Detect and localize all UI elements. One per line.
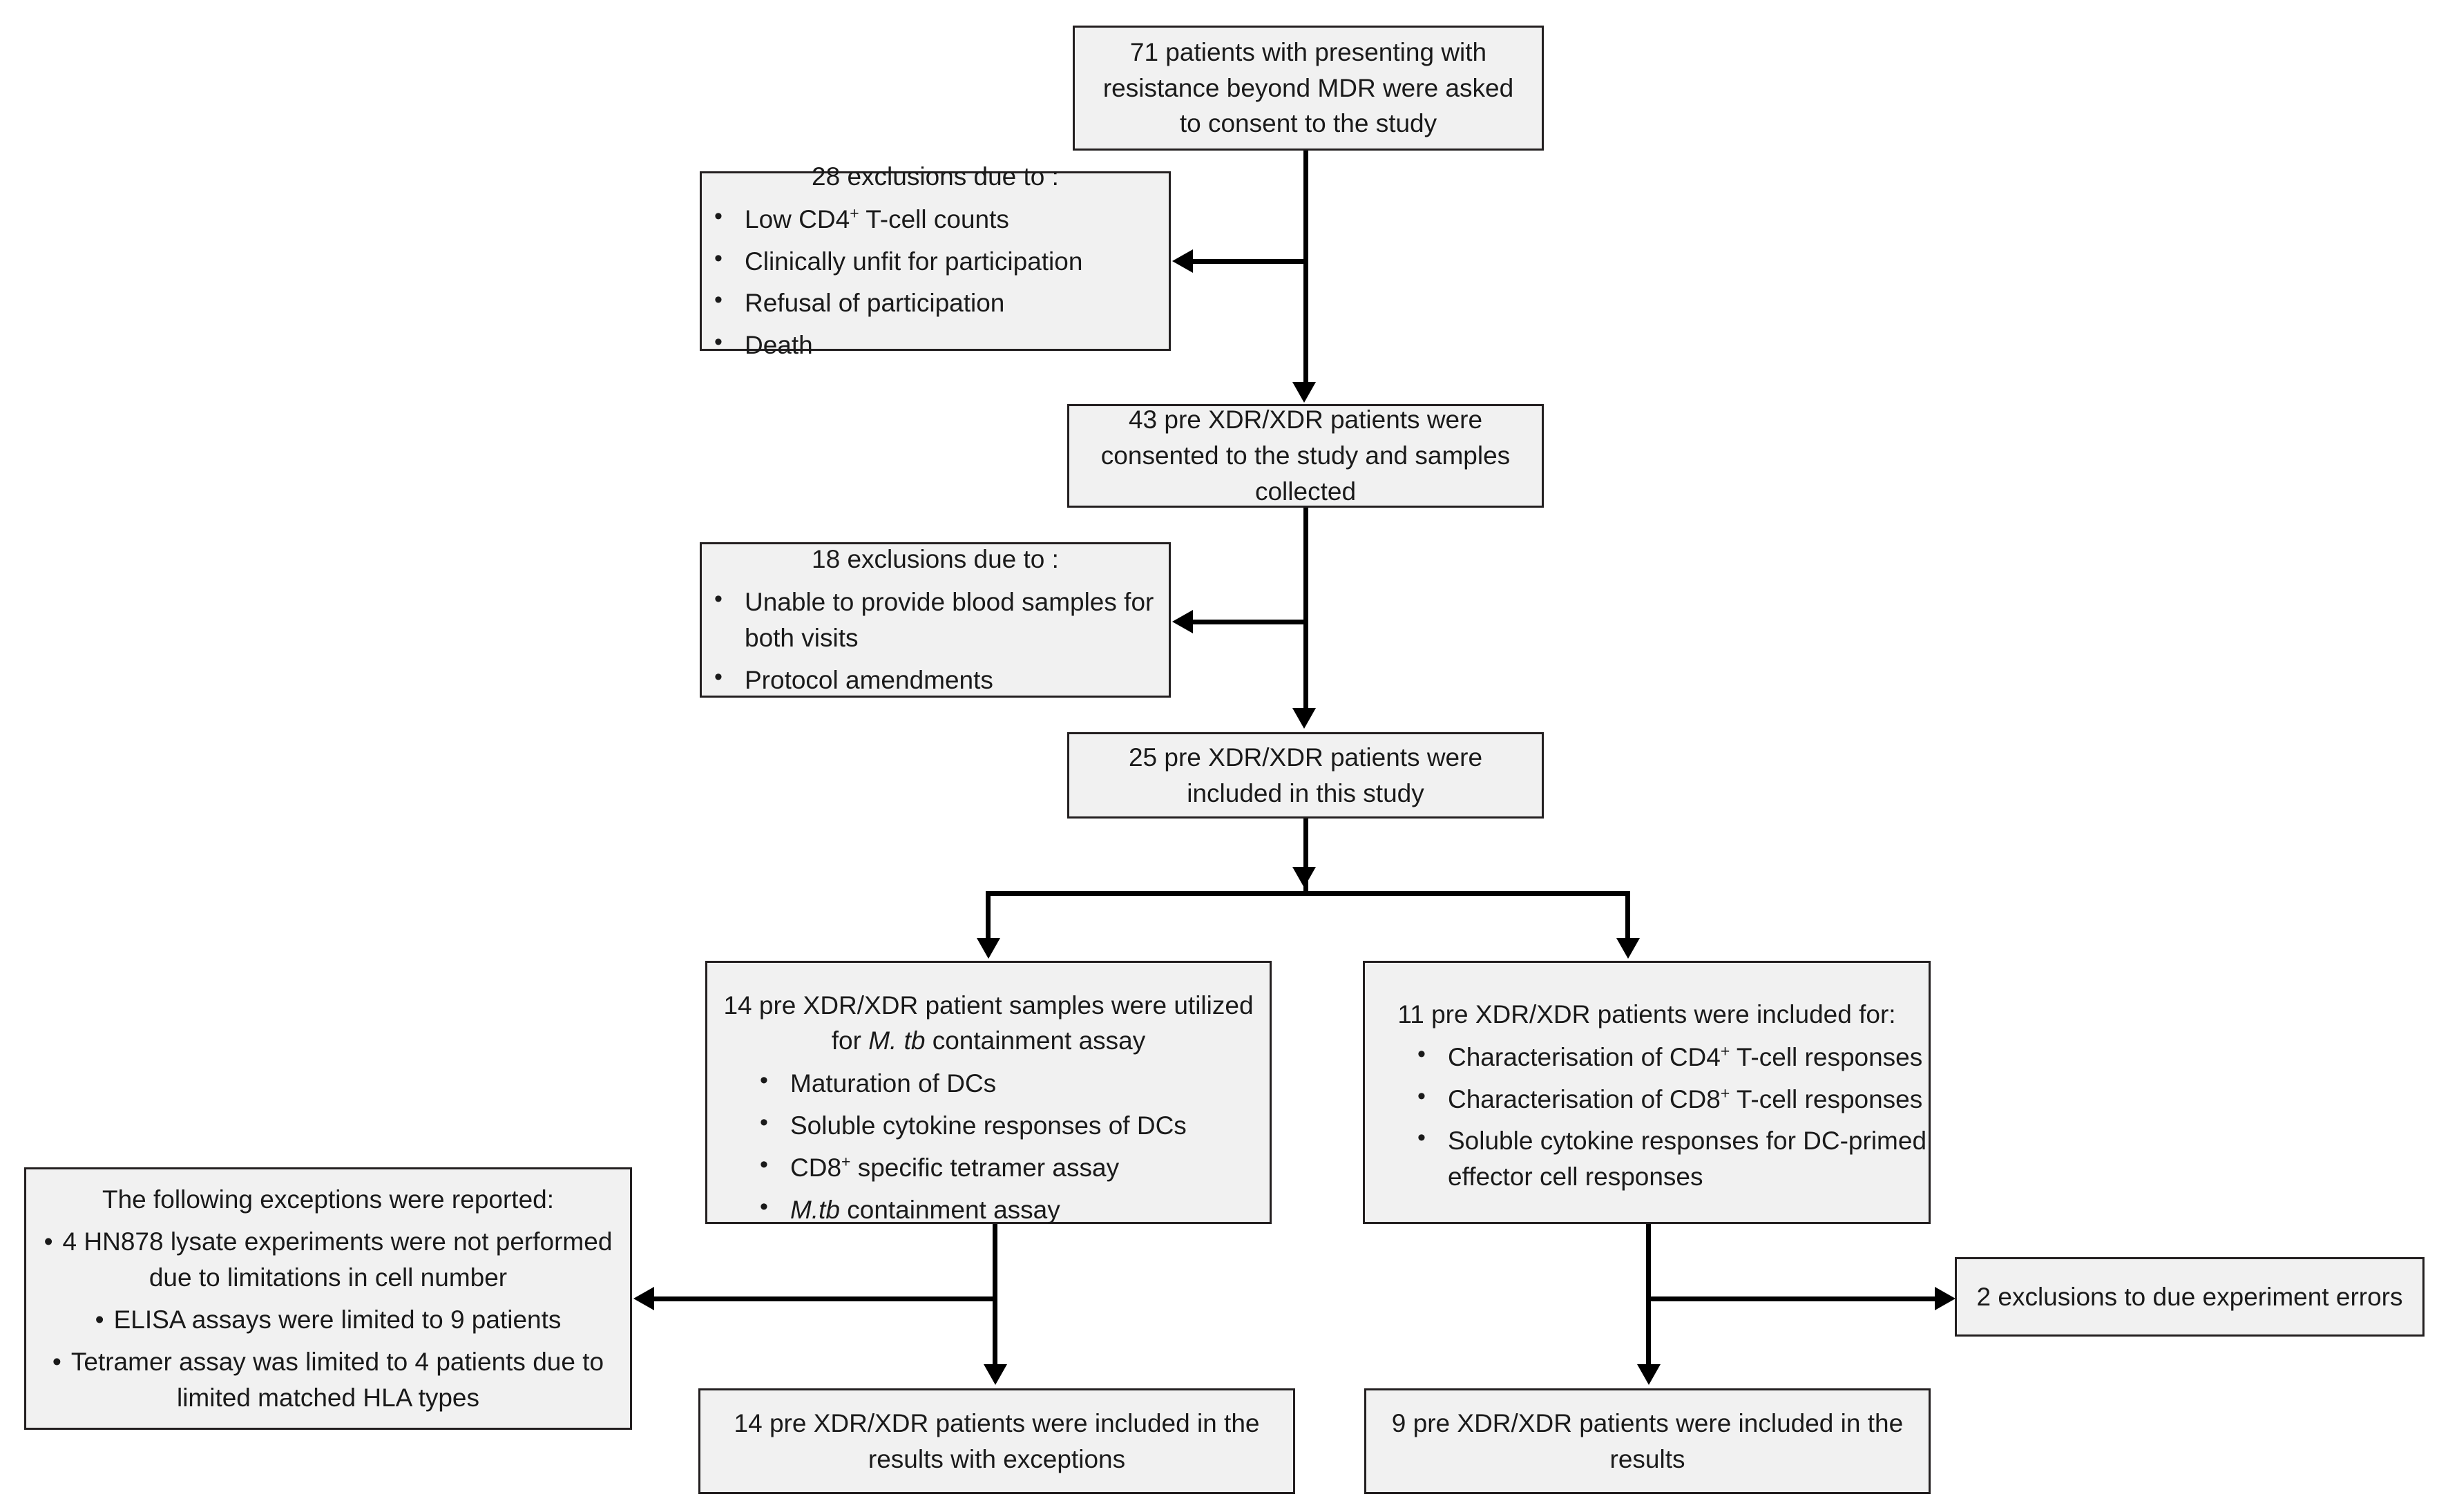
node-consented-text: 43 pre XDR/XDR patients were consented t… bbox=[1100, 405, 1511, 506]
list-item: •Tetramer assay was limited to 4 patient… bbox=[26, 1344, 630, 1416]
list-item: CD8+ specific tetramer assay bbox=[747, 1149, 1270, 1186]
node-included: 25 pre XDR/XDR patients were included in… bbox=[1067, 732, 1544, 819]
list-item: Characterisation of CD8+ T-cell response… bbox=[1405, 1080, 1929, 1118]
node-branch-right-list: Characterisation of CD4+ T-cell response… bbox=[1365, 1038, 1929, 1195]
connector-consented-to-included bbox=[1303, 508, 1308, 709]
node-exclusions-1: 28 exclusions due to : Low CD4+ T-cell c… bbox=[700, 162, 1171, 359]
node-enrolment-text: 71 patients with presenting with resista… bbox=[1102, 37, 1514, 138]
list-item: Soluble cytokine responses of DCs bbox=[747, 1107, 1270, 1144]
node-exclusions-2-title: 18 exclusions due to : bbox=[812, 545, 1059, 574]
node-exceptions-title: The following exceptions were reported: bbox=[102, 1185, 555, 1214]
list-item: Maturation of DCs bbox=[747, 1064, 1270, 1102]
node-result-left-text: 14 pre XDR/XDR patients were included in… bbox=[734, 1408, 1260, 1473]
connector-to-exclusions-2 bbox=[1192, 620, 1306, 624]
node-exceptions: The following exceptions were reported: … bbox=[24, 1167, 632, 1430]
list-item: Clinically unfit for participation bbox=[702, 242, 1169, 280]
arrowhead-exclusions-2 bbox=[1172, 610, 1193, 633]
arrowhead-exceptions bbox=[633, 1287, 654, 1310]
node-exclusions-2: 18 exclusions due to : Unable to provide… bbox=[700, 542, 1171, 698]
node-branch-containment-assay: 14 pre XDR/XDR patient samples were util… bbox=[705, 961, 1272, 1224]
node-exclusions-1-list: Low CD4+ T-cell counts Clinically unfit … bbox=[702, 200, 1169, 363]
arrowhead-result-left bbox=[984, 1364, 1007, 1385]
connector-to-exclusions-1 bbox=[1192, 259, 1306, 264]
bullet-glyph: • bbox=[52, 1347, 61, 1376]
node-branch-tcell-responses: 11 pre XDR/XDR patients were included fo… bbox=[1363, 961, 1931, 1224]
node-result-right: 9 pre XDR/XDR patients were included in … bbox=[1364, 1388, 1931, 1494]
node-included-text: 25 pre XDR/XDR patients were included in… bbox=[1128, 743, 1483, 807]
list-item: •ELISA assays were limited to 9 patients bbox=[26, 1302, 630, 1338]
node-branch-left-list: Maturation of DCs Soluble cytokine respo… bbox=[707, 1064, 1270, 1228]
bullet-glyph: • bbox=[95, 1305, 104, 1334]
arrowhead-included bbox=[1292, 708, 1316, 729]
list-item: Refusal of participation bbox=[702, 284, 1169, 321]
list-item: •4 HN878 lysate experiments were not per… bbox=[26, 1224, 630, 1296]
node-exclusions-3-text: 2 exclusions to due experiment errors bbox=[1976, 1282, 2403, 1311]
node-branch-left-title: 14 pre XDR/XDR patient samples were util… bbox=[723, 991, 1254, 1055]
node-result-left: 14 pre XDR/XDR patients were included in… bbox=[698, 1388, 1295, 1494]
list-item: Soluble cytokine responses for DC-primed… bbox=[1405, 1122, 1929, 1195]
bullet-glyph: • bbox=[44, 1227, 53, 1256]
list-item: Death bbox=[702, 326, 1169, 363]
arrowhead-branch-left bbox=[977, 938, 1000, 959]
connector-included-to-split bbox=[1303, 819, 1308, 894]
connector-branch-right-to-result bbox=[1646, 1224, 1651, 1368]
node-exclusions-1-title: 28 exclusions due to : bbox=[812, 162, 1059, 191]
arrowhead-consented bbox=[1292, 382, 1316, 403]
connector-to-exclusions-3 bbox=[1646, 1296, 1936, 1301]
connector-to-exceptions bbox=[653, 1296, 995, 1301]
node-consented: 43 pre XDR/XDR patients were consented t… bbox=[1067, 404, 1544, 508]
connector-split-horizontal bbox=[986, 891, 1630, 896]
node-exclusions-3: 2 exclusions to due experiment errors bbox=[1955, 1257, 2425, 1337]
connector-split-right-drop bbox=[1625, 891, 1630, 946]
arrowhead-exclusions-3 bbox=[1935, 1287, 1955, 1310]
arrowhead-result-right bbox=[1637, 1364, 1661, 1385]
connector-branch-left-to-result bbox=[993, 1224, 997, 1368]
node-exceptions-list: •4 HN878 lysate experiments were not per… bbox=[26, 1224, 630, 1415]
list-item: Low CD4+ T-cell counts bbox=[702, 200, 1169, 238]
list-item: Unable to provide blood samples for both… bbox=[702, 583, 1169, 656]
node-branch-right-title: 11 pre XDR/XDR patients were included fo… bbox=[1397, 1000, 1896, 1028]
list-item: Protocol amendments bbox=[702, 661, 1169, 698]
connector-split-left-drop bbox=[986, 891, 991, 946]
list-item: Characterisation of CD4+ T-cell response… bbox=[1405, 1038, 1929, 1075]
connector-enrolment-to-consented bbox=[1303, 151, 1308, 383]
node-exclusions-2-list: Unable to provide blood samples for both… bbox=[702, 583, 1169, 698]
arrowhead-branch-right bbox=[1616, 938, 1640, 959]
arrowhead-exclusions-1 bbox=[1172, 249, 1193, 273]
list-item: M.tb containment assay bbox=[747, 1191, 1270, 1228]
node-enrolment: 71 patients with presenting with resista… bbox=[1073, 26, 1544, 151]
node-result-right-text: 9 pre XDR/XDR patients were included in … bbox=[1391, 1408, 1904, 1473]
arrowhead-split-junction bbox=[1292, 867, 1316, 888]
